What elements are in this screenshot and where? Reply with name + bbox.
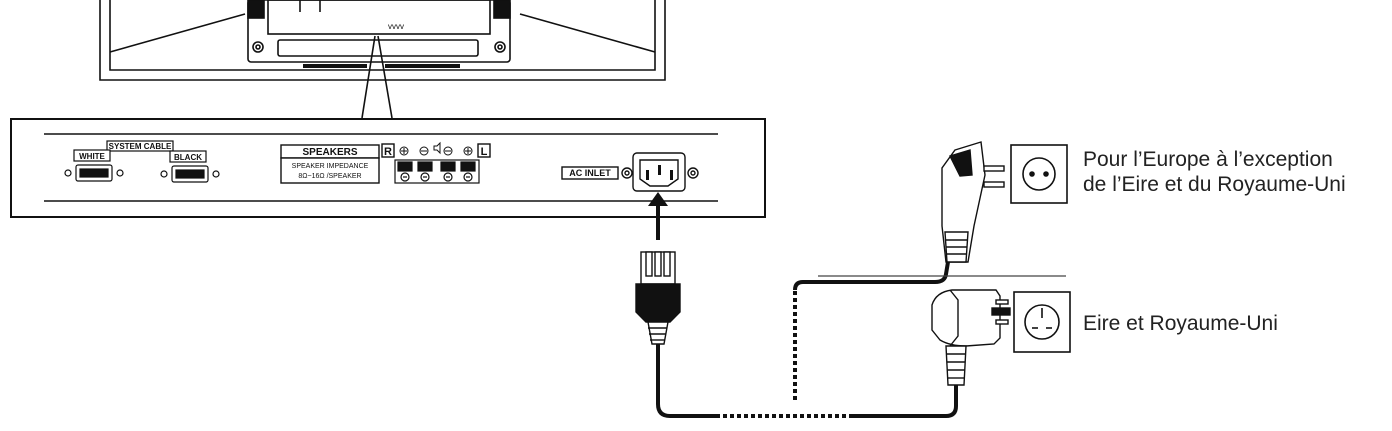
speakers-title: SPEAKERS [302, 147, 357, 158]
black-label: BLACK [174, 153, 202, 162]
impedance-range-label: 8Ω~16Ω /SPEAKER [298, 173, 361, 180]
dvi-connector-black [160, 165, 220, 183]
eu-wall-socket [1010, 144, 1068, 204]
ac-inlet: AC INLET [561, 152, 699, 192]
eu-schuko-plug [941, 141, 1005, 263]
uk-wall-socket [1013, 291, 1071, 353]
speaker-impedance-label: SPEAKER IMPEDANCE [292, 163, 369, 170]
uk-label: Eire et Royaume-Uni [1083, 312, 1278, 335]
left-channel-label: L [481, 146, 488, 158]
speaker-terminals [394, 159, 480, 184]
monitor-rear: vvvv [99, 0, 666, 81]
system-cable-label: SYSTEM CABLE [109, 142, 172, 151]
zoom-callout [361, 35, 393, 119]
uk-plug [931, 289, 1011, 386]
connection-arrow [648, 192, 668, 240]
europe-label-line1: Pour l’Europe à l’exception [1083, 148, 1333, 171]
dvi-connector-white [64, 164, 124, 182]
ac-inlet-label: AC INLET [569, 168, 611, 178]
europe-label-line2: de l’Eire et du Royaume-Uni [1083, 173, 1346, 196]
polarity-symbols [399, 141, 473, 156]
right-channel-label: R [384, 146, 392, 158]
iec-power-plug [635, 251, 681, 345]
svg-text:vvvv: vvvv [388, 22, 404, 31]
monitor-vents [303, 64, 460, 68]
power-cable [656, 261, 958, 418]
speakers-block: SPEAKERS SPEAKER IMPEDANCE 8Ω~16Ω /SPEAK… [280, 141, 491, 184]
white-label: WHITE [79, 152, 105, 161]
system-cable-connectors: SYSTEM CABLE WHITE BLACK [64, 140, 220, 183]
